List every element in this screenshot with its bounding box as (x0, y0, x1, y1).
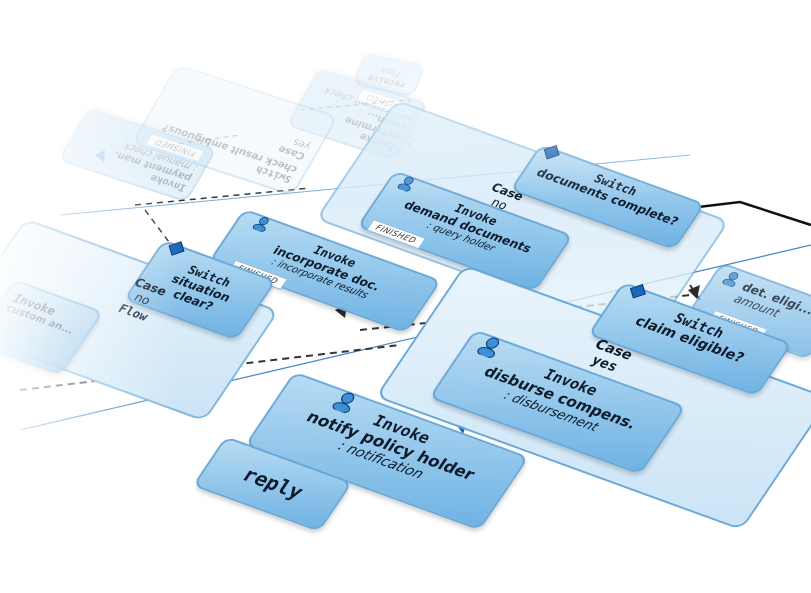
disburse-compens-node: Invoke disburse compens. : disbursement (428, 329, 687, 475)
flow-arrow-icon (688, 285, 700, 299)
service-person-icon (722, 272, 739, 287)
service-person-icon (477, 337, 500, 358)
switch-diamond-icon (629, 284, 646, 299)
pointer-line (689, 200, 811, 227)
det-eligible-node: det. eligi... amount FINISHED (686, 262, 811, 360)
notify-policy-holder-node: Invoke notify policy holder : notificati… (244, 371, 530, 531)
incorporate-doc-node: Invoke incorporate doc. : incorporate re… (208, 208, 442, 334)
service-person-icon (252, 217, 269, 232)
switch-diamond-icon (168, 241, 185, 256)
